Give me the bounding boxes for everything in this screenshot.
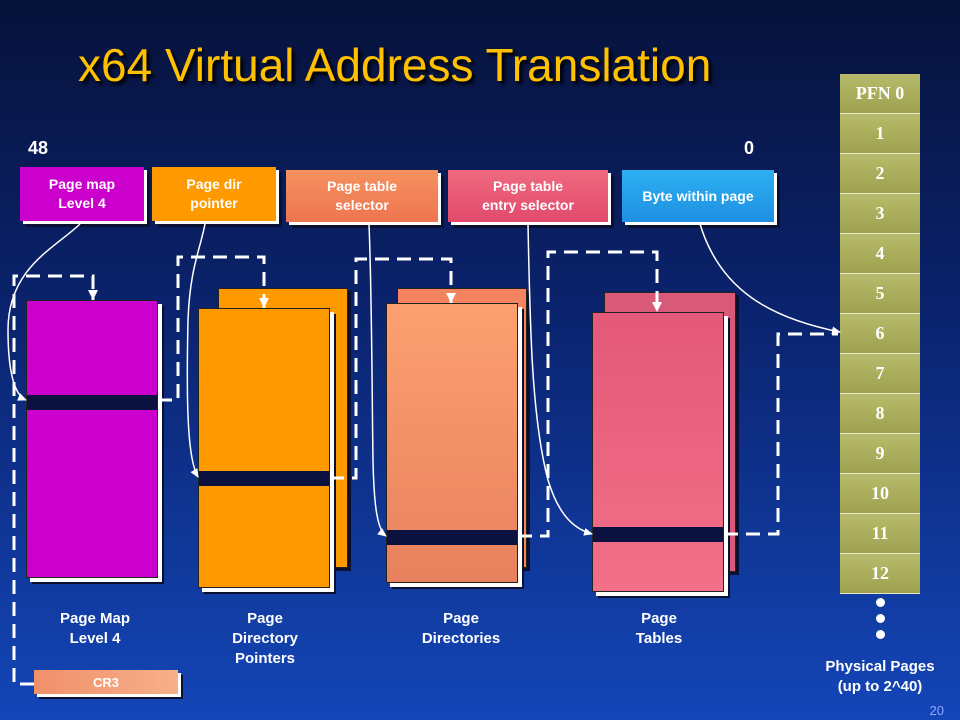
pfn-cell: 4 [840,234,920,274]
dashed-pointer-cr3 [12,274,95,686]
arrow-pd-index [368,223,387,537]
label-page-map-level-4: Page Map Level 4 [59,610,131,647]
ellipsis-dot [876,598,885,607]
field-byte-within-page: Byte within page [622,170,774,222]
ellipsis-dot [876,614,885,623]
table-entry [387,530,517,545]
label-page-directory-pointers: Page Directory Pointers [232,610,298,667]
pfn-cell: 2 [840,154,920,194]
dashed-pointer-pml4e [158,255,266,402]
dashed-pointer-pdpe [330,257,453,480]
label-page-directories: Page Directories [421,610,501,647]
table-page-tables [592,312,724,592]
field-page-table-selector: Page table selector [286,170,438,222]
table-entry [593,527,723,542]
pfn-cell: 10 [840,474,920,514]
field-page-dir-pointer: Page dir pointer [152,167,276,221]
cr3-register: CR3 [34,670,178,694]
dashed-pointer-pte [724,332,838,536]
pfn-cell: 3 [840,194,920,234]
pfn-cell: 8 [840,394,920,434]
pfn-cell: PFN 0 [840,74,920,114]
pfn-cell: 1 [840,114,920,154]
arrow-pdp-index [186,223,206,478]
arrow-byte-offset [699,223,841,335]
pfn-cell: 6 [840,314,920,354]
table-page-directories [386,303,518,583]
pfn-cell: 12 [840,554,920,594]
table-entry [199,471,329,486]
pfn-cell: 11 [840,514,920,554]
page-title: x64 Virtual Address Translation [78,39,712,91]
ellipsis-dot [876,630,885,639]
dashed-pointer-pde [518,250,659,538]
table-page-directory-pointers [198,308,330,588]
table-entry [27,395,157,410]
pfn-cell: 9 [840,434,920,474]
bit-position-high: 48 [28,138,49,158]
label-physical-pages: Physical Pages (up to 2^40) [825,658,935,695]
pfn-cell: 7 [840,354,920,394]
slide-number: 20 [929,703,944,718]
label-page-tables: Page Tables [635,610,683,647]
field-page-table-entry-selector: Page table entry selector [448,170,608,222]
table-page-map-level-4 [26,300,158,578]
pfn-cell: 5 [840,274,920,314]
arrow-pt-index [527,223,593,536]
arrow-pml4-index [7,223,81,401]
field-page-map-level-4: Page map Level 4 [20,167,144,221]
bit-position-low: 0 [744,138,755,158]
